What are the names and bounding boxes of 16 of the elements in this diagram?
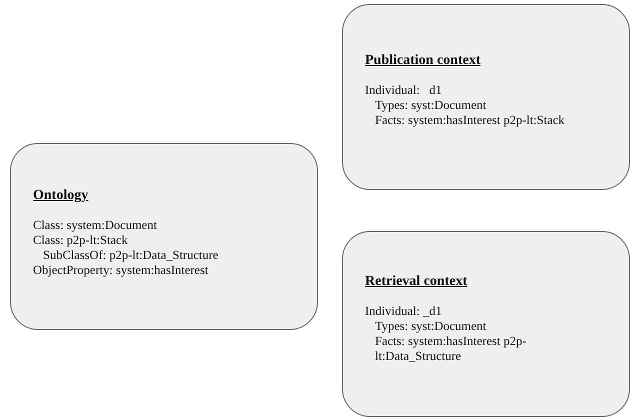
definition-line: Facts: system:hasInterest p2p-lt:Stack — [374, 113, 566, 128]
definition-line: Individual: _d1 — [365, 304, 443, 319]
box-heading: Retrieval context — [365, 274, 468, 290]
rounded-box — [10, 143, 318, 330]
rounded-box — [342, 231, 630, 417]
definition-line: ObjectProperty: system:hasInterest — [33, 263, 210, 278]
definition-line: Types: syst:Document — [374, 319, 488, 334]
box-heading: Publication context — [365, 53, 482, 69]
definition-line: Class: system:Document — [33, 218, 158, 233]
rounded-box — [342, 4, 630, 190]
box-heading: Ontology — [33, 188, 90, 204]
definition-line: Class: p2p-lt:Stack — [33, 233, 129, 248]
definition-line: Types: syst:Document — [374, 98, 488, 113]
definition-line: Facts: system:hasInterest p2p-lt:Data_Structure — [374, 334, 528, 364]
definition-line: SubClassOf: p2p-lt:Data_Structure — [42, 248, 220, 263]
definition-line: Individual: d1 — [365, 83, 443, 98]
